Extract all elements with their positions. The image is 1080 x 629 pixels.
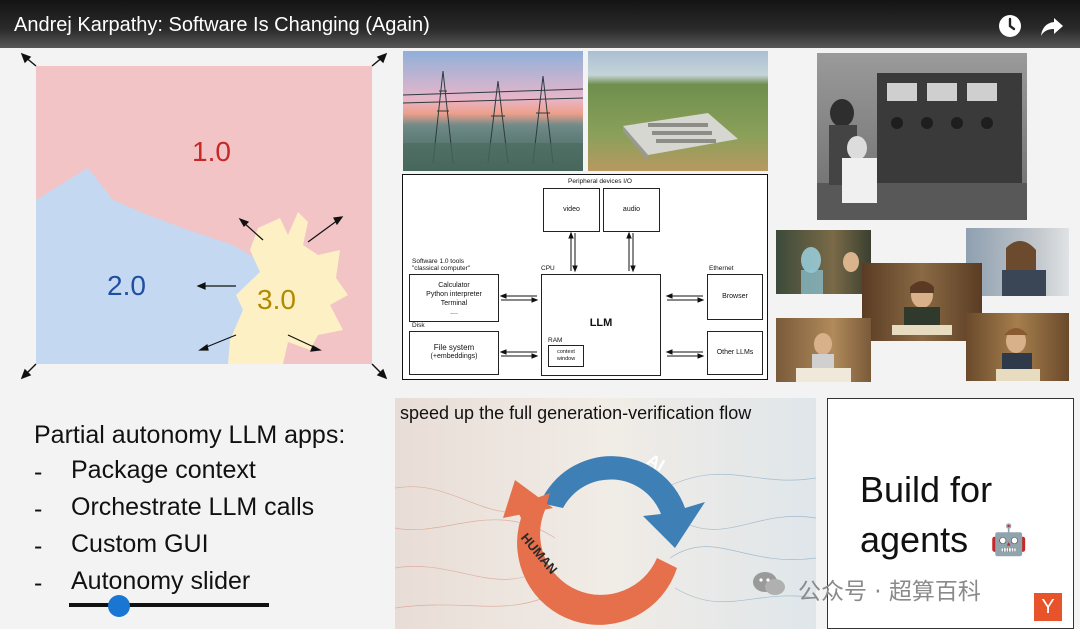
- video-title-bar: Andrej Karpathy: Software Is Changing (A…: [0, 0, 1080, 48]
- agents-line-1: Build for: [860, 469, 993, 510]
- diagram-sw-tools-title: Software 1.0 tools: [412, 258, 465, 265]
- diagram-tool-calculator: Calculator: [438, 282, 470, 289]
- label-software-2-0: 2.0: [107, 270, 146, 301]
- diagram-tool-python: Python interpreter: [426, 291, 482, 298]
- agents-line-2: agents: [860, 519, 969, 560]
- list-dash: -: [34, 458, 43, 486]
- study-photo-2: [966, 228, 1069, 296]
- diagram-other-llms-box: Other LLMs: [707, 331, 763, 375]
- human-arrow: [515, 493, 677, 625]
- apps-item-autonomy-slider: Autonomy slider: [71, 567, 251, 595]
- diagram-ethernet-label: Ethernet: [709, 265, 734, 272]
- expansion-arrows: [196, 216, 344, 352]
- list-dash: -: [34, 532, 43, 560]
- diagram-ram-label: RAM: [548, 337, 563, 344]
- robot-icon: 🤖: [990, 524, 1028, 557]
- library-photo-3: [862, 263, 982, 341]
- diagram-disk-label: Disk: [412, 322, 425, 329]
- autonomy-slider-track[interactable]: [69, 603, 269, 607]
- build-for-agents-panel: Build for agents 🤖: [827, 398, 1074, 629]
- llm-os-diagram: Peripheral devices I/O video audio Softw…: [402, 174, 768, 380]
- diagram-embeddings-label: (+embeddings): [430, 353, 478, 360]
- corner-arrows: [20, 52, 388, 380]
- library-photo-4: [776, 318, 871, 382]
- watermark-text: 公众号 · 超算百科: [798, 579, 981, 605]
- region-2-0: [36, 168, 276, 364]
- video-title[interactable]: Andrej Karpathy: Software Is Changing (A…: [14, 14, 430, 36]
- diagram-llm-box: LLM RAM context window: [541, 274, 661, 376]
- library-photo-1: [776, 230, 871, 294]
- mainframe-photo: [817, 53, 1027, 220]
- list-dash: -: [34, 569, 43, 597]
- diagram-sw-tools-sub: "classical computer": [412, 265, 471, 272]
- label-software-1-0: 1.0: [192, 136, 231, 167]
- label-software-3-0: 3.0: [257, 284, 296, 315]
- diagram-audio-box: audio: [603, 188, 660, 232]
- diagram-video-box: video: [543, 188, 600, 232]
- data-center-photo: [588, 51, 768, 171]
- diagram-tools-box: Calculator Python interpreter Terminal .…: [409, 274, 499, 322]
- diagram-llm-label: LLM: [589, 317, 613, 329]
- brand-badge: Y: [1034, 593, 1062, 621]
- flow-title: speed up the full generation-verificatio…: [400, 403, 752, 423]
- diagram-browser-box: Browser: [707, 274, 763, 320]
- apps-item-custom-gui: Custom GUI: [71, 530, 209, 558]
- diagram-tool-terminal: Terminal: [440, 300, 468, 307]
- diagram-file-system-label: File system: [433, 343, 475, 352]
- flow-panel: speed up the full generation-verificatio…: [395, 398, 816, 629]
- wechat-icon: [753, 572, 785, 595]
- region-3-0: [228, 212, 348, 364]
- software-map: [20, 52, 388, 380]
- apps-item-orchestrate: Orchestrate LLM calls: [71, 493, 315, 521]
- list-dash: -: [34, 495, 43, 523]
- clock-icon[interactable]: [998, 14, 1022, 38]
- diagram-peripheral-label: Peripheral devices I/O: [568, 178, 632, 185]
- apps-item-package-context: Package context: [71, 456, 256, 484]
- diagram-tool-more: ....: [450, 309, 458, 316]
- diagram-file-system-box: File system (+embeddings): [409, 331, 499, 375]
- share-icon[interactable]: [1040, 14, 1064, 38]
- library-photo-5: [966, 313, 1069, 381]
- apps-title: Partial autonomy LLM apps:: [34, 421, 346, 449]
- autonomy-slider-thumb[interactable]: [108, 595, 130, 617]
- diagram-cpu-label: CPU: [541, 265, 555, 272]
- diagram-context-window-box: context window: [548, 345, 584, 367]
- power-station-photo: [403, 51, 583, 171]
- ai-arrow: [540, 456, 705, 548]
